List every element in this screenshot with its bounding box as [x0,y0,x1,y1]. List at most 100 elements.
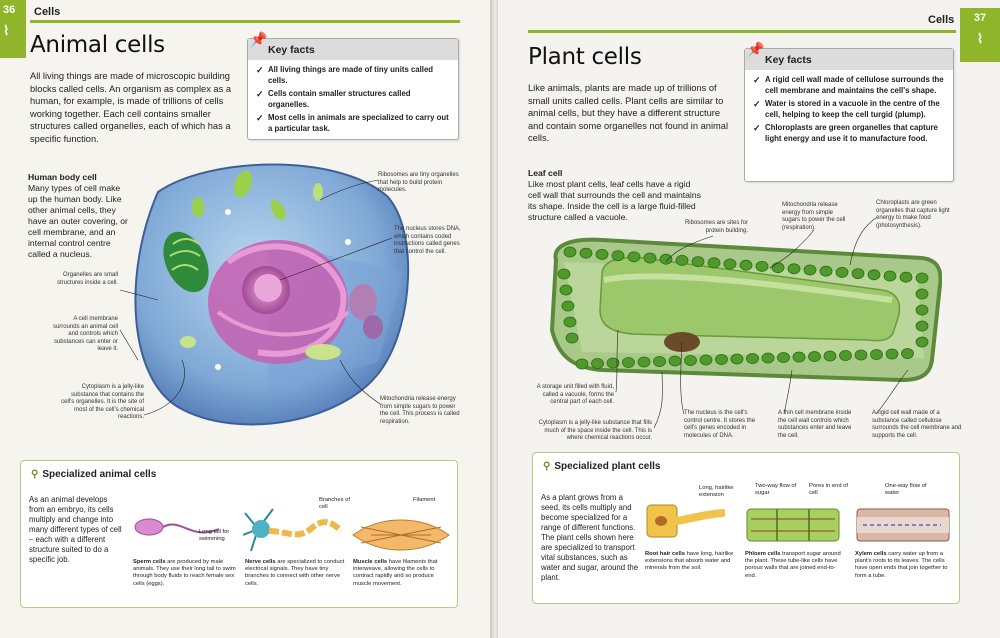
chloroplast [561,300,575,312]
pin-icon: 📌 [250,31,268,47]
sperm-caption-bold: Sperm cells [133,559,166,565]
label-ribosomes: Ribosomes are tiny organelles that help … [378,172,459,194]
chloroplast [885,348,899,360]
chloroplast [915,320,929,332]
chloroplast [808,351,821,362]
chloroplast [707,257,721,269]
label-nucleus: The nucleus is the cell's control centre… [684,410,756,439]
chloroplast [915,272,929,284]
chloroplast [739,259,753,271]
chloroplast [803,264,817,276]
leader-lines [119,179,393,416]
specialized-text: As a plant grows from a seed, its cells … [541,493,639,582]
chloroplast [691,256,705,268]
chloroplast [787,263,801,275]
chloroplast [715,354,728,365]
dna-icon: ⌇ [3,23,10,38]
label-cytoplasm: Cytoplasm is a jelly-like substance that… [538,420,652,442]
xylem-caption-text: carry water up from a plant's roots to i… [855,551,948,579]
magnifier-icon: ⚲ [31,469,39,480]
chloroplast [723,258,737,270]
chloroplast [627,251,641,263]
chloroplast [870,349,883,360]
label-vacuole: A storage unit filled with fluid, called… [536,384,614,406]
chloroplast [761,352,775,364]
chloroplast [684,355,697,366]
muscle-caption: Muscle cells have filaments that interwe… [353,559,453,588]
chloroplast [579,247,593,259]
root-hair-cell-illustration [646,504,725,538]
nerve-caption: Nerve cells are specialized to conduct e… [245,559,349,588]
subheading-block: Leaf cell Like most plant cells, leaf ce… [528,168,704,223]
filament-label: Filament [413,497,436,503]
root-caption-bold: Root hair cells [645,551,685,557]
branches-label: Branches of cell [319,497,350,511]
chloroplast [563,246,577,258]
chloroplast [575,358,589,370]
specialized-heading-text: Specialized animal cells [42,469,157,480]
key-fact: Water is stored in a vacuole in the cent… [753,99,945,120]
specialized-heading: ⚲Specialized animal cells [31,469,156,480]
left-page: 36 ⌇ Cells Animal cells All living thing… [0,0,492,638]
key-fact: Chloroplasts are green organelles that c… [753,123,945,144]
phloem-caption-text: transport sugar around the plant. These … [745,551,841,579]
header-rule [528,30,956,33]
key-facts-box: 📌 Key facts All living things are made o… [247,31,459,140]
dna-icon: ⌇ [976,31,984,46]
phloem-caption-bold: Phloem cells [745,551,781,557]
tail-label: Long tail for swimming [199,529,230,543]
chloroplast [819,265,833,277]
page-number: 37 [973,12,987,24]
label-chloroplasts: Chloroplasts are green organelles that c… [876,200,950,229]
chloroplast [746,353,759,364]
key-facts-heading: Key facts [745,49,953,70]
magnifier-icon: ⚲ [543,461,551,472]
section-header: Cells [928,14,955,26]
chloroplast [792,351,806,363]
chloroplast [915,288,929,300]
muscle-caption-text: have filaments that interweave, allowing… [353,559,438,587]
root-caption: Root hair cells have long, hairlike exte… [645,551,741,573]
specialized-animal-box: ⚲Specialized animal cells As an animal d… [20,460,458,608]
sperm-cell-illustration [134,518,220,536]
specialized-heading-text: Specialized plant cells [554,461,661,472]
label-mitochondria: Mitochondria release energy from simple … [380,396,460,425]
chloroplast [915,336,929,348]
chloroplast [622,357,635,368]
intro-text: All living things are made of microscopi… [30,71,232,144]
chloroplast [835,267,849,278]
chloroplast [563,316,577,328]
xylem-caption-bold: Xylem cells [855,551,887,557]
muscle-caption-bold: Muscle cells [353,559,388,565]
chloroplast [839,350,852,361]
chloroplast [823,350,837,362]
hairlike-label: Long, hairlike extension [699,485,734,499]
key-fact: A rigid cell wall made of cellulose surr… [753,75,945,96]
chloroplast [755,261,769,272]
page-number-tab: 37 ⌇ [960,8,1000,62]
subheading-block: Human body cell Many types of cell make … [28,172,132,260]
nerve-caption-text: are specialized to conduct electrical si… [245,559,345,587]
pores-label: Pores in end of cell [809,483,848,497]
key-fact: Most cells in animals are specialized to… [256,113,450,134]
chloroplast [675,254,689,266]
intro-text: Like animals, plants are made up of tril… [528,83,729,144]
subheading-text: Many types of cell make up the human bod… [28,183,128,259]
header-rule [30,20,460,23]
chloroplast [643,252,657,264]
page-number: 36 [3,4,16,16]
pin-icon: 📌 [747,41,765,57]
page-number-tab: 36 ⌇ [0,0,26,58]
key-facts-box: 📌 Key facts A rigid cell wall made of ce… [744,41,954,182]
chloroplast [653,356,666,367]
chloroplast [883,270,897,282]
leaf-cell-illustration [549,237,942,383]
chloroplast [565,332,579,344]
chloroplast [899,271,913,283]
chloroplast [730,353,744,365]
section-header: Cells [34,6,61,18]
two-way-flow-label: Two-way flow of sugar [755,483,797,497]
chloroplast [557,268,571,280]
chloroplast [901,348,914,359]
nerve-cell-illustration [243,508,343,552]
